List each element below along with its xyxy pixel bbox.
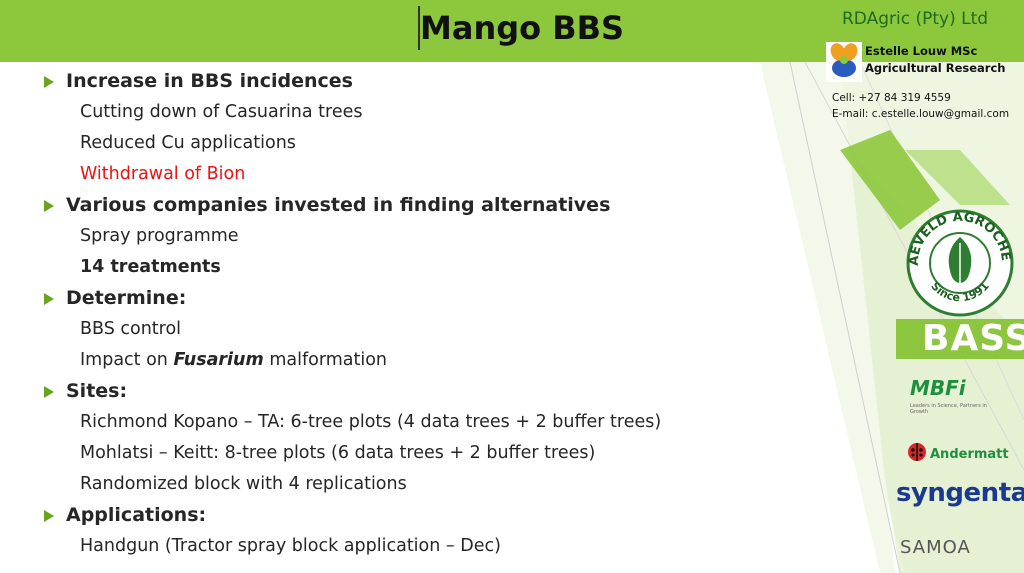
sub-bullet: Handgun (Tractor spray block application… xyxy=(80,536,501,556)
bullet-arrow-icon xyxy=(44,510,54,522)
bullet-sites: Sites: xyxy=(44,376,804,407)
author-role: Agricultural Research xyxy=(865,61,1006,75)
contact-block: Cell: +27 84 319 4559 E-mail: c.estelle.… xyxy=(832,90,1009,122)
sub-bullet: Richmond Kopano – TA: 6-tree plots (4 da… xyxy=(80,412,662,432)
sub-bullet: Cutting down of Casuarina trees xyxy=(80,102,363,122)
samoa-logo: SAMOA xyxy=(900,537,971,558)
bass-logo-text: BASS xyxy=(922,318,1024,359)
bullet-list: Increase in BBS incidences Cutting down … xyxy=(44,66,804,562)
contact-cell: Cell: +27 84 319 4559 xyxy=(832,92,951,104)
bullet-companies: Various companies invested in finding al… xyxy=(44,190,804,221)
author-block: Estelle Louw MSc Agricultural Research xyxy=(865,43,1006,77)
laeveld-agrochem-logo: LAEVELD AGROCHEM Since 1991 xyxy=(896,207,1014,317)
sub-bullet-impact: Impact on Fusarium malformation xyxy=(80,350,387,370)
slide-title: Mango BBS xyxy=(418,6,624,50)
bullet-arrow-icon xyxy=(44,293,54,305)
sub-bullet: Reduced Cu applications xyxy=(80,133,296,153)
insect-logo-icon xyxy=(826,42,862,82)
company-name: RDAgric (Pty) Ltd xyxy=(842,9,989,29)
andermatt-logo: Andermatt xyxy=(930,447,1009,462)
bullet-applications: Applications: xyxy=(44,500,804,531)
contact-email: E-mail: c.estelle.louw@gmail.com xyxy=(832,108,1010,120)
bullet-increase: Increase in BBS incidences xyxy=(44,66,804,97)
mbfi-logo: MBFi xyxy=(910,376,966,400)
sub-bullet: BBS control xyxy=(80,319,182,339)
mbfi-tagline: Leaders in Science, Partners in Growth xyxy=(910,403,987,415)
sub-bullet: Randomized block with 4 replications xyxy=(80,474,407,494)
bullet-arrow-icon xyxy=(44,200,54,212)
andermatt-ladybug-icon xyxy=(908,443,926,461)
bass-logo-background xyxy=(896,319,1024,359)
bullet-determine: Determine: xyxy=(44,283,804,314)
bullet-arrow-icon xyxy=(44,76,54,88)
syngenta-logo: syngenta xyxy=(896,478,1024,508)
bullet-arrow-icon xyxy=(44,386,54,398)
author-name: Estelle Louw MSc xyxy=(865,44,978,58)
sub-bullet-highlight: Withdrawal of Bion xyxy=(80,164,246,184)
sub-bullet: Mohlatsi – Keitt: 8-tree plots (6 data t… xyxy=(80,443,596,463)
sub-bullet: 14 treatments xyxy=(80,257,221,277)
sub-bullet: Spray programme xyxy=(80,226,239,246)
